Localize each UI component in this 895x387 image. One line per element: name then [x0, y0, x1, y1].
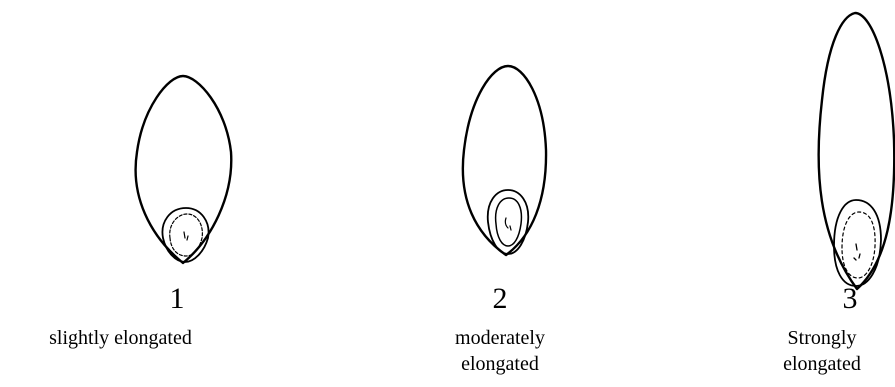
seed-2-embryo-outer: [488, 190, 529, 254]
seed-2-outline: [463, 66, 546, 255]
seed-1-drawing: [136, 76, 232, 263]
item-1-number: 1: [147, 284, 207, 314]
item-2-caption: moderately elongated: [425, 325, 575, 377]
seed-3-embryo-inner: [842, 212, 875, 278]
seed-3-drawing: [819, 13, 895, 289]
item-2-caption-line-1: moderately: [425, 325, 575, 351]
seed-1-embryo-inner: [170, 214, 203, 256]
item-3-caption: Strongly elongated: [752, 325, 892, 377]
item-3-caption-line-2: elongated: [752, 351, 892, 377]
item-1-caption-line-1: slightly elongated: [8, 325, 233, 351]
item-2-caption-line-2: elongated: [425, 351, 575, 377]
seed-2-drawing: [463, 66, 546, 255]
seed-2-embryo-inner: [496, 198, 522, 246]
item-3-caption-line-1: Strongly: [752, 325, 892, 351]
seed-1-outline: [136, 76, 232, 263]
item-2-number: 2: [470, 284, 530, 314]
item-1-caption: slightly elongated: [8, 325, 233, 351]
seed-3-embryo-outer: [834, 200, 881, 286]
item-3-number: 3: [820, 284, 880, 314]
